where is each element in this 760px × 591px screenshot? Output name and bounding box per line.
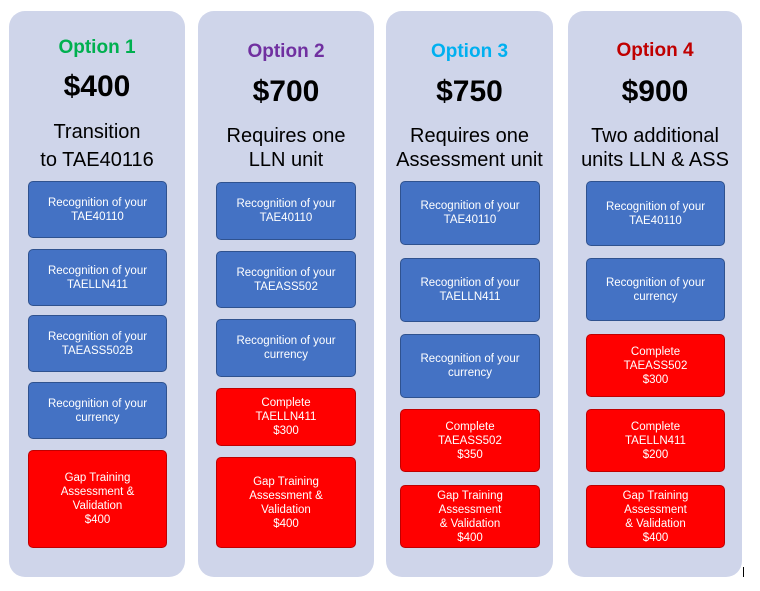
cost-item-box: Gap Training Assessment& Validation$400 xyxy=(586,485,725,548)
option-1-label: Option 1 xyxy=(58,37,136,58)
option-4-label: Option 4 xyxy=(616,40,694,61)
edge-mark xyxy=(743,567,744,577)
option-3-label: Option 3 xyxy=(430,41,509,62)
option-2-label: Option 2 xyxy=(247,41,325,62)
cost-item-box: Gap Training Assessment& Validation$400 xyxy=(400,485,540,548)
option-2-price: $700 xyxy=(252,75,320,108)
option-3-price: $750 xyxy=(436,75,503,108)
option-1-price: $400 xyxy=(63,70,131,103)
option-4-price: $900 xyxy=(621,75,689,108)
